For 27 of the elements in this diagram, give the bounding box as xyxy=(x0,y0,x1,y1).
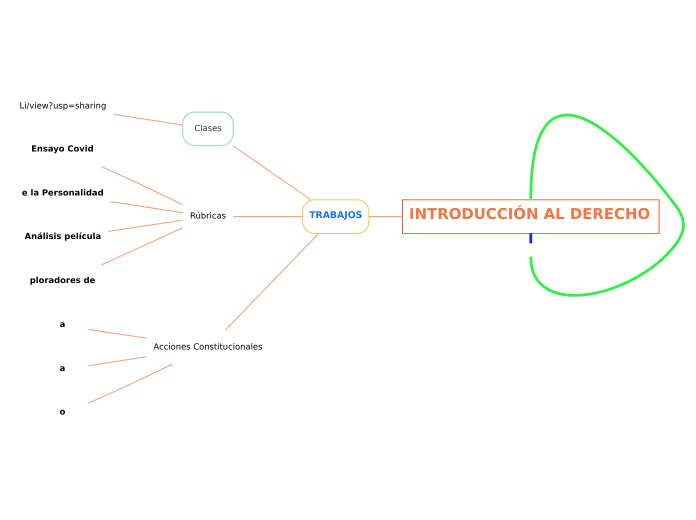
connector xyxy=(369,216,402,218)
connector xyxy=(113,114,183,126)
node-text: ploradores de xyxy=(30,275,96,286)
connector xyxy=(225,233,320,330)
node-text: a xyxy=(60,318,66,329)
connector xyxy=(100,227,184,266)
node-text: Acciones Constitucionales xyxy=(154,341,262,352)
node-text: Li/view?usp=sharing xyxy=(20,100,106,111)
connector xyxy=(100,166,183,206)
node-box: INTRODUCCIÓN AL DERECHO xyxy=(402,199,660,234)
node-text: a xyxy=(60,362,66,373)
node-box: TRABAJOS xyxy=(302,199,370,234)
node-text: Rúbricas xyxy=(190,210,226,221)
connector xyxy=(108,220,183,232)
connector xyxy=(232,145,311,200)
connector xyxy=(88,356,147,366)
connector xyxy=(529,233,532,244)
connector xyxy=(529,114,685,297)
connector xyxy=(88,328,147,339)
connector xyxy=(88,364,173,404)
node-text: o xyxy=(60,406,66,417)
node-text: e la Personalidad xyxy=(22,187,104,198)
node-box: Clases xyxy=(182,112,234,146)
node-text: Análisis película xyxy=(24,231,102,242)
connector xyxy=(233,216,302,218)
node-text: Ensayo Covid xyxy=(31,143,94,154)
connector xyxy=(110,200,183,214)
